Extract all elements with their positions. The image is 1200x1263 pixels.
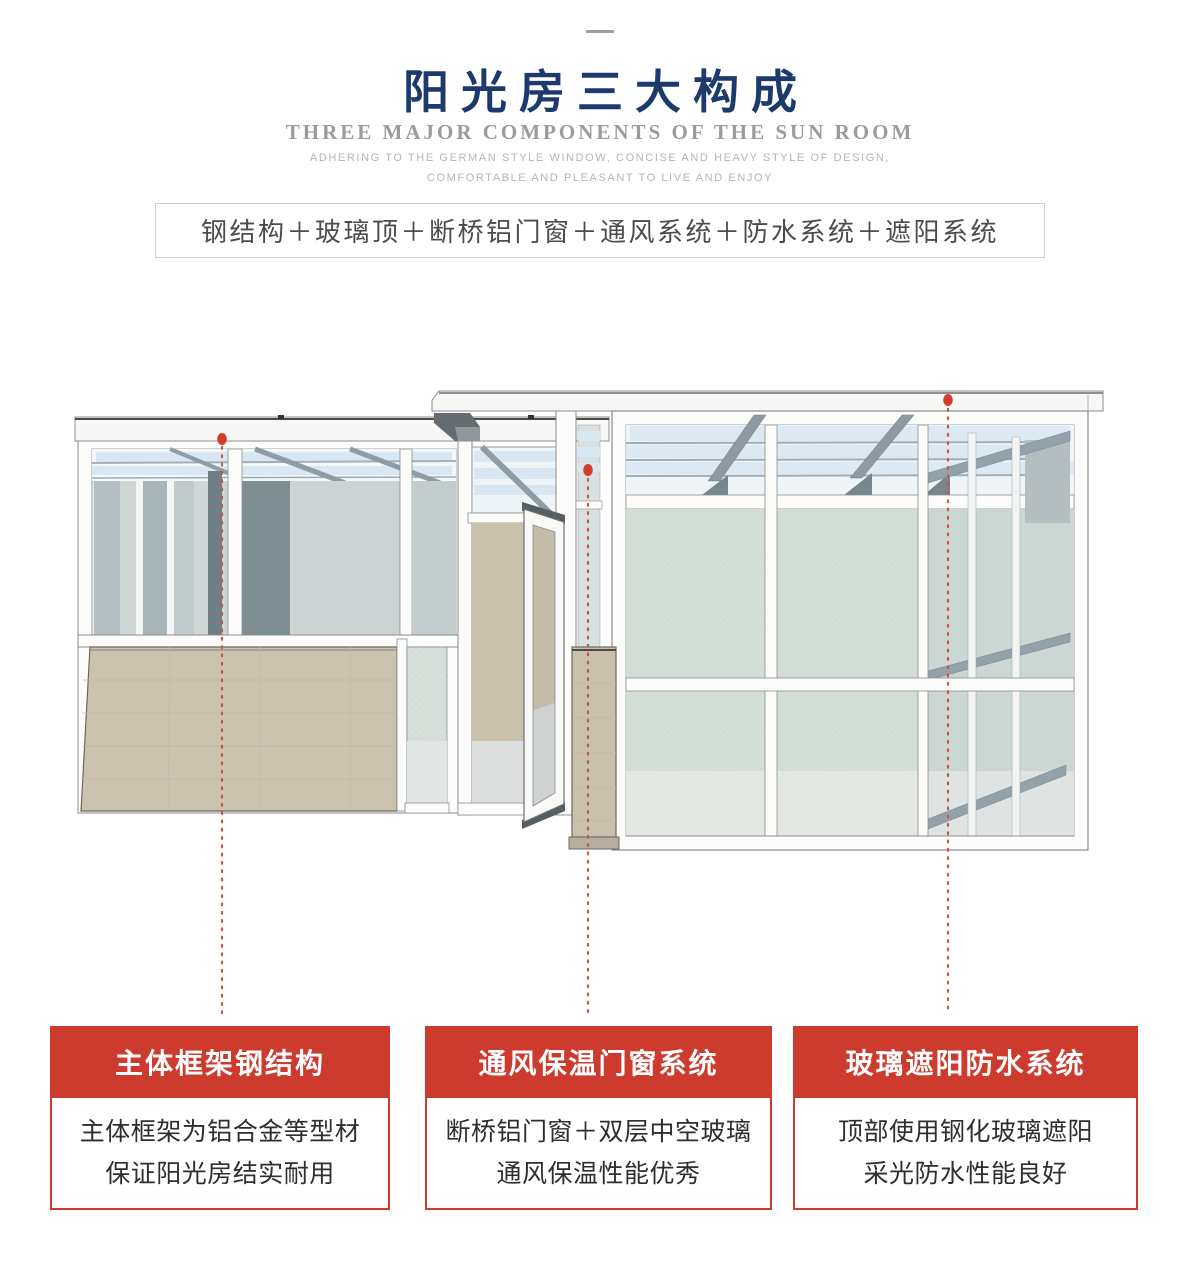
clerestory-roof-view xyxy=(625,414,1074,495)
callout-card-steel-frame: 主体框架钢结构 主体框架为铝合金等型材 保证阳光房结实耐用 xyxy=(50,1026,390,1210)
right-interior-perspective xyxy=(927,430,1074,837)
marker-dot-icon xyxy=(943,394,953,406)
right-mullion-2 xyxy=(917,424,929,837)
callout-title: 主体框架钢结构 xyxy=(50,1026,390,1098)
knee-wall xyxy=(80,646,398,812)
callout-title: 玻璃遮阳防水系统 xyxy=(793,1026,1138,1098)
tan-pillar xyxy=(568,646,620,850)
left-roof-bar xyxy=(74,415,610,442)
callout-line-1: 断桥铝门窗＋双层中空玻璃 xyxy=(445,1118,752,1146)
doorway-back-wall xyxy=(472,523,524,741)
transom-window xyxy=(467,444,561,524)
callout-title: 通风保温门窗系统 xyxy=(425,1026,772,1098)
markers xyxy=(217,394,953,1015)
right-mullion-1 xyxy=(764,424,778,837)
callout-line-2: 通风保温性能优秀 xyxy=(496,1160,701,1188)
tagline-line-2: COMFORTABLE AND PLEASANT TO LIVE AND ENJ… xyxy=(426,172,774,184)
callout-body: 顶部使用钢化玻璃遮阳 采光防水性能良好 xyxy=(793,1098,1138,1210)
marker-dot-icon xyxy=(217,433,227,445)
callout-card-door-window: 通风保温门窗系统 断桥铝门窗＋双层中空玻璃 通风保温性能优秀 xyxy=(425,1026,772,1210)
tagline-line-1: ADHERING TO THE GERMAN STYLE WINDOW, CON… xyxy=(309,152,891,164)
page-title: 阳光房三大构成 xyxy=(403,66,809,118)
callout-card-glass-shade: 玻璃遮阳防水系统 顶部使用钢化玻璃遮阳 采光防水性能良好 xyxy=(793,1026,1138,1210)
right-roof-bar xyxy=(431,390,1104,412)
roof-overhang-wedge xyxy=(434,413,480,441)
components-formula-box: 钢结构＋玻璃顶＋断桥铝门窗＋通风系统＋防水系统＋遮阳系统 xyxy=(155,203,1045,258)
page-subtitle-en: THREE MAJOR COMPONENTS OF THE SUN ROOM xyxy=(285,120,915,144)
left-narrow-glass xyxy=(404,646,450,814)
callout-body: 断桥铝门窗＋双层中空玻璃 通风保温性能优秀 xyxy=(425,1098,772,1210)
callout-line-1: 主体框架为铝合金等型材 xyxy=(79,1118,361,1146)
callout-line-2: 保证阳光房结实耐用 xyxy=(105,1160,335,1188)
left-corner-mullion xyxy=(396,638,408,812)
components-formula-text: 钢结构＋玻璃顶＋断桥铝门窗＋通风系统＋防水系统＋遮阳系统 xyxy=(200,217,999,247)
callout-line-1: 顶部使用钢化玻璃遮阳 xyxy=(837,1118,1093,1146)
left-glass-band xyxy=(91,446,457,636)
right-structure xyxy=(431,390,1104,851)
open-door-leaf xyxy=(522,502,565,829)
left-structure xyxy=(74,415,610,814)
marker-dot-icon xyxy=(583,464,593,476)
callout-body: 主体框架为铝合金等型材 保证阳光房结实耐用 xyxy=(50,1098,390,1210)
callout-line-2: 采光防水性能良好 xyxy=(863,1160,1068,1188)
top-divider-dash xyxy=(586,30,614,33)
door-section xyxy=(434,410,620,850)
sunroom-illustration xyxy=(74,390,1104,1015)
right-mid-rail xyxy=(625,677,1075,692)
